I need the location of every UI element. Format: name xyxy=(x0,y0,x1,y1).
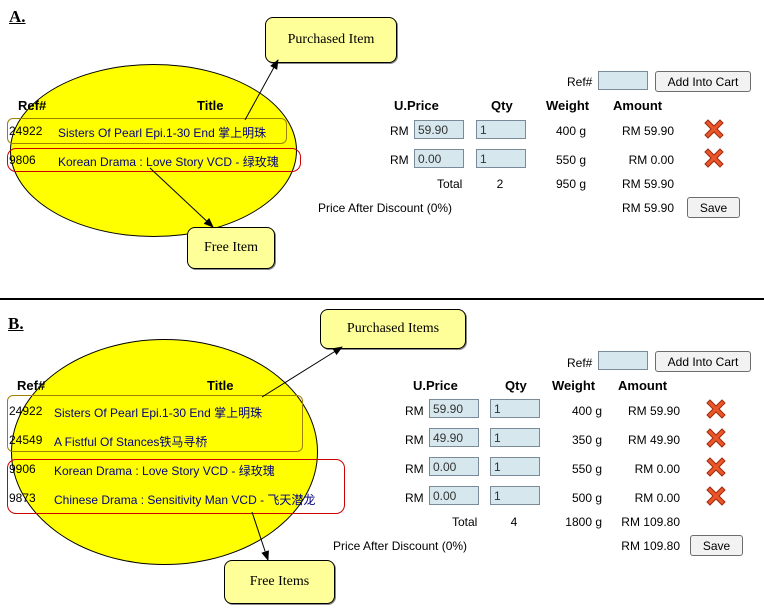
row-amount: RM 49.90 xyxy=(627,433,680,447)
row-currency: RM xyxy=(405,491,424,505)
row-qty-input[interactable]: 1 xyxy=(490,486,540,505)
delete-x-icon[interactable] xyxy=(704,426,728,450)
row-amount: RM 59.90 xyxy=(627,404,680,418)
row-qty-input[interactable]: 1 xyxy=(490,457,540,476)
row-title[interactable]: A Fistful Of Stances铁马寻桥 xyxy=(54,435,208,449)
row-amount: RM 0.00 xyxy=(634,462,680,476)
section-b-callout-purchased: Purchased Items xyxy=(320,309,466,349)
delete-x-icon[interactable] xyxy=(704,397,728,421)
section-b-purchased-outline xyxy=(7,395,303,452)
row-currency: RM xyxy=(405,433,424,447)
section-b-discount-label: Price After Discount (0%) xyxy=(333,539,468,553)
row-qty-input[interactable]: 1 xyxy=(490,399,540,418)
section-a-ref-label: Ref# xyxy=(567,75,593,89)
row-title[interactable]: Sisters Of Pearl Epi.1-30 End 掌上明珠 xyxy=(54,406,263,420)
section-a-label: A. xyxy=(9,7,26,26)
section-b-total-label: Total xyxy=(452,515,478,529)
row-amount: RM 59.90 xyxy=(621,124,674,138)
section-b-header-amount: Amount xyxy=(618,378,668,393)
row-qty-input[interactable]: 1 xyxy=(490,428,540,447)
row-ref: 9873 xyxy=(9,491,36,505)
section-a-save-button[interactable]: Save xyxy=(687,197,740,218)
delete-x-icon[interactable] xyxy=(702,117,726,141)
row-weight: 350 g xyxy=(571,433,602,447)
section-a-total-label: Total xyxy=(437,177,463,191)
section-b-discount-amount: RM 109.80 xyxy=(621,539,680,553)
section-b-save-button[interactable]: Save xyxy=(690,535,743,556)
arrow-b-purchased xyxy=(261,346,343,398)
delete-x-icon[interactable] xyxy=(704,484,728,508)
arrow-a-purchased xyxy=(244,59,279,121)
row-price-input[interactable]: 59.90 xyxy=(414,120,464,139)
section-b-header-weight: Weight xyxy=(552,378,596,393)
section-a-add-into-cart-button[interactable]: Add Into Cart xyxy=(655,71,751,92)
section-a-header-title: Title xyxy=(197,98,224,113)
section-a-total-amount: RM 59.90 xyxy=(621,177,674,191)
section-b-total-weight: 1800 g xyxy=(565,515,602,529)
row-ref: 24922 xyxy=(9,404,43,418)
section-b-header-title: Title xyxy=(207,378,234,393)
section-b-label: B. xyxy=(8,314,24,333)
row-title[interactable]: Korean Drama : Love Story VCD - 绿玫瑰 xyxy=(54,464,275,478)
row-title[interactable]: Korean Drama : Love Story VCD - 绿玫瑰 xyxy=(58,155,279,169)
section-b-header-ref: Ref# xyxy=(17,378,46,393)
row-weight: 400 g xyxy=(555,124,586,138)
row-currency: RM xyxy=(405,404,424,418)
section-a-header-ref: Ref# xyxy=(18,98,47,113)
row-weight: 400 g xyxy=(571,404,602,418)
section-b-add-into-cart-button[interactable]: Add Into Cart xyxy=(655,351,751,372)
section-a-discount-label: Price After Discount (0%) xyxy=(318,201,453,215)
section-divider xyxy=(0,298,764,300)
row-currency: RM xyxy=(390,153,409,167)
row-ref: 24549 xyxy=(9,433,43,447)
row-ref: 24922 xyxy=(9,124,43,138)
row-price-input[interactable]: 59.90 xyxy=(429,399,479,418)
delete-x-icon[interactable] xyxy=(704,455,728,479)
section-b-ref-label: Ref# xyxy=(567,356,593,370)
section-b-free-outline xyxy=(7,459,345,514)
arrow-b-free xyxy=(251,511,269,561)
row-weight: 500 g xyxy=(571,491,602,505)
row-title[interactable]: Chinese Drama : Sensitivity Man VCD - 飞天… xyxy=(54,493,316,507)
row-currency: RM xyxy=(405,462,424,476)
row-qty-input[interactable]: 1 xyxy=(476,149,526,168)
arrow-a-free xyxy=(149,167,214,228)
section-a-total-qty: 2 xyxy=(496,177,504,191)
row-price-input[interactable]: 0.00 xyxy=(414,149,464,168)
row-currency: RM xyxy=(390,124,409,138)
section-b-total-amount: RM 109.80 xyxy=(621,515,680,529)
row-ref: 9906 xyxy=(9,462,36,476)
section-b-highlight-ellipse xyxy=(11,339,318,565)
row-qty-input[interactable]: 1 xyxy=(476,120,526,139)
section-a-header-amount: Amount xyxy=(613,98,663,113)
section-b-header-uprice: U.Price xyxy=(413,378,458,393)
row-price-input[interactable]: 0.00 xyxy=(429,486,479,505)
row-title[interactable]: Sisters Of Pearl Epi.1-30 End 掌上明珠 xyxy=(58,126,267,140)
delete-x-icon[interactable] xyxy=(702,146,726,170)
row-price-input[interactable]: 0.00 xyxy=(429,457,479,476)
section-a-header-qty: Qty xyxy=(491,98,513,113)
section-a-ref-input[interactable] xyxy=(598,71,648,90)
row-weight: 550 g xyxy=(555,153,586,167)
section-a-purchased-outline xyxy=(7,118,287,144)
row-weight: 550 g xyxy=(571,462,602,476)
row-amount: RM 0.00 xyxy=(634,491,680,505)
section-b-header-qty: Qty xyxy=(505,378,527,393)
section-b-ref-input[interactable] xyxy=(598,351,648,370)
section-a-total-weight: 950 g xyxy=(555,177,586,191)
section-a-header-uprice: U.Price xyxy=(394,98,439,113)
row-ref: 9806 xyxy=(9,153,36,167)
section-b-callout-free: Free Items xyxy=(224,560,335,604)
section-a-callout-purchased: Purchased Item xyxy=(265,17,397,63)
section-b-total-qty: 4 xyxy=(510,515,518,529)
section-a-discount-amount: RM 59.90 xyxy=(621,201,674,215)
section-a-header-weight: Weight xyxy=(546,98,590,113)
row-price-input[interactable]: 49.90 xyxy=(429,428,479,447)
row-amount: RM 0.00 xyxy=(628,153,674,167)
section-a-callout-free: Free Item xyxy=(187,227,275,269)
